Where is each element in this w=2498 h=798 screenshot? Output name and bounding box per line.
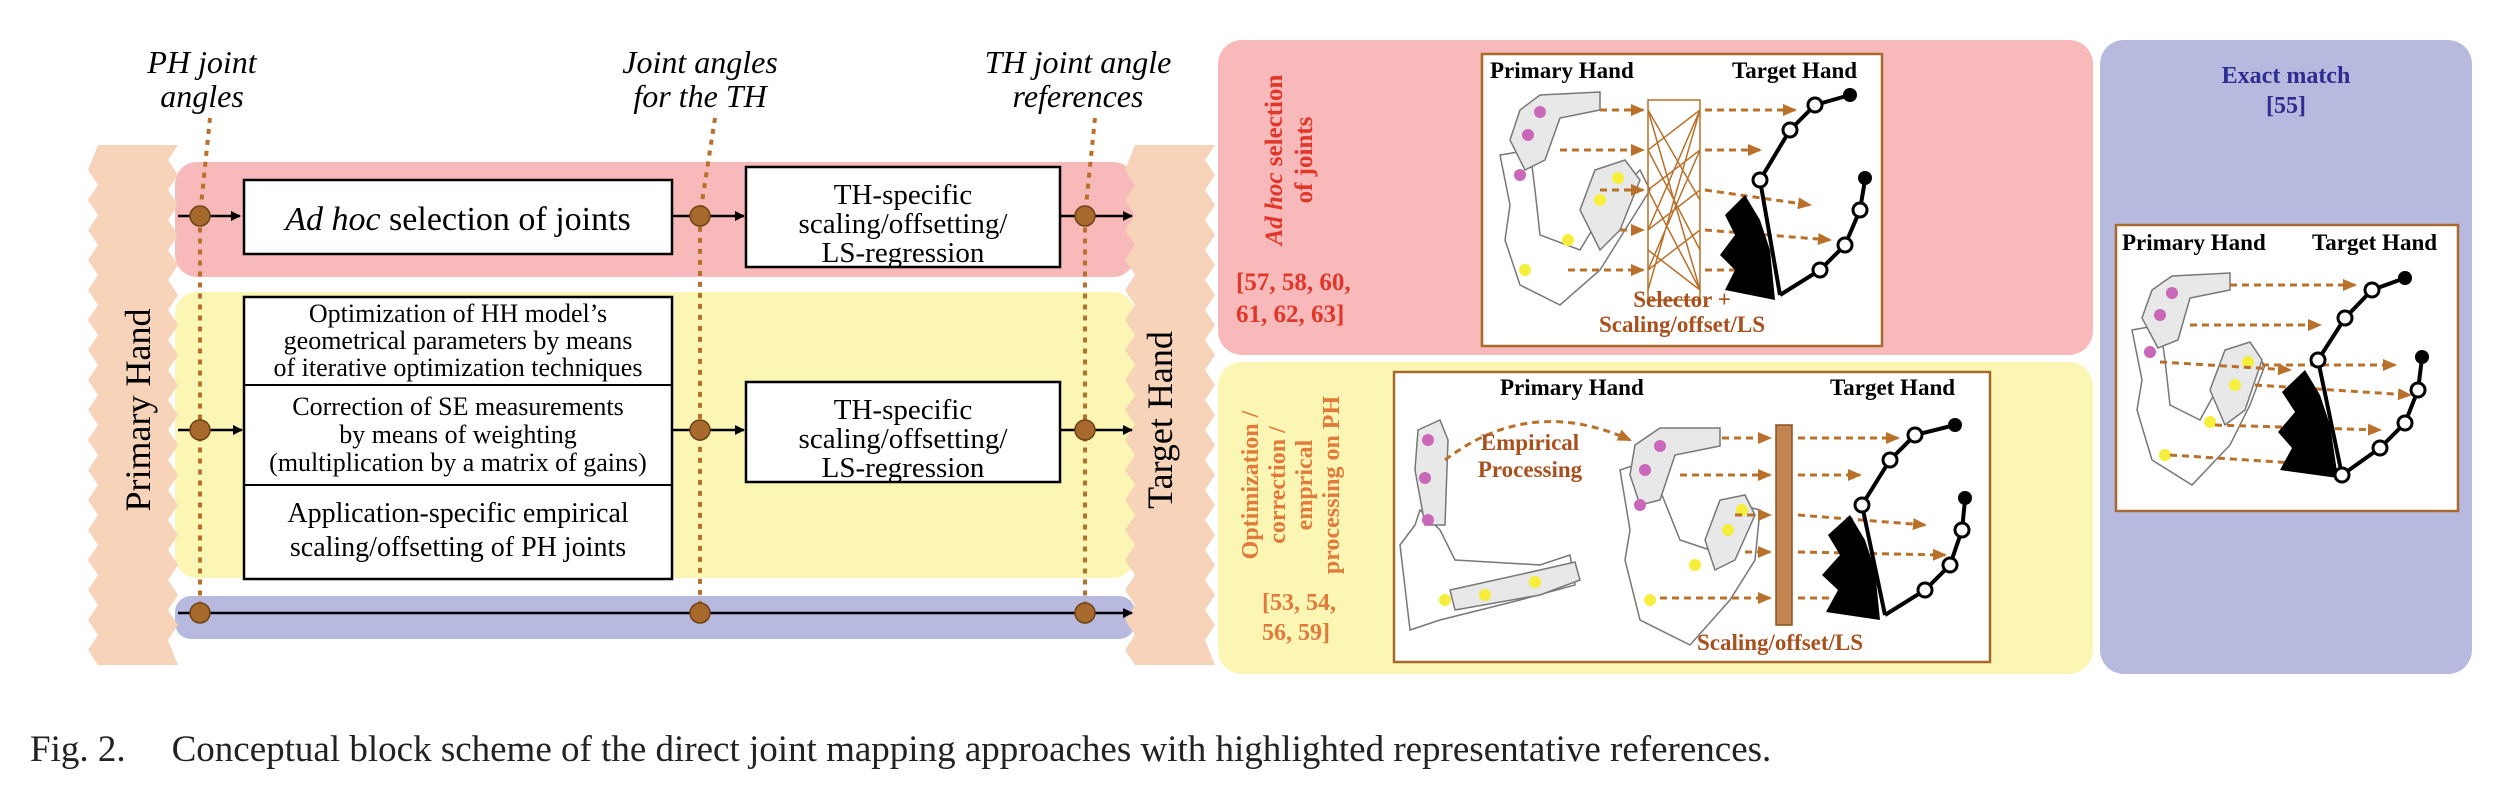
label-th-joint-angle-references: TH joint angle references xyxy=(985,44,1172,114)
adhoc-selection-box xyxy=(242,178,674,256)
exact-arrows xyxy=(2159,279,2412,471)
label-joint-angles-th: Joint angles for the TH xyxy=(622,44,778,114)
adhoc-ph-hand-icon xyxy=(1499,91,1651,306)
exact-match-title: Exact match xyxy=(2222,63,2351,89)
opt-th-hand-icon xyxy=(1822,418,1972,620)
primary-hand-bar xyxy=(88,145,178,665)
target-hand-bar xyxy=(1125,145,1215,665)
svg-text:Optimization /: Optimization / xyxy=(1238,410,1264,559)
exact-match-ref: [55] xyxy=(2266,93,2306,119)
svg-text:emprical: emprical xyxy=(1292,439,1318,530)
caption-text: Conceptual block scheme of the direct jo… xyxy=(171,729,1772,770)
svg-text:Optimization of HH model’s: Optimization of HH model’s xyxy=(309,299,607,328)
svg-text:Application-specific empirical: Application-specific empirical xyxy=(287,498,629,529)
svg-text:for the TH: for the TH xyxy=(633,78,768,114)
svg-text:scaling/offsetting/: scaling/offsetting/ xyxy=(799,423,1009,455)
th-specific-text-1: TH-specific scaling/offsetting/ LS-regre… xyxy=(799,179,1009,269)
svg-text:Ad hoc selection: Ad hoc selection xyxy=(1261,74,1288,247)
opt-raw-hand-icon xyxy=(1399,418,1581,632)
svg-text:TH-specific: TH-specific xyxy=(834,179,973,211)
target-hand-label: Target Hand xyxy=(1140,331,1180,509)
svg-text:TH joint angle: TH joint angle xyxy=(985,44,1172,80)
svg-text:processing on PH: processing on PH xyxy=(1319,396,1345,575)
empirical-processing-arrow xyxy=(1444,420,1632,462)
svg-text:of joints: of joints xyxy=(1291,116,1318,203)
svg-text:references: references xyxy=(1013,78,1144,114)
application-text: Application-specific empirical scaling/o… xyxy=(287,498,629,563)
svg-text:(multiplication by a matrix of: (multiplication by a matrix of gains) xyxy=(269,448,647,477)
adhoc-primary-hand: Primary Hand xyxy=(1490,58,1634,83)
svg-text:by means of weighting: by means of weighting xyxy=(339,420,577,449)
svg-text:Correction of SE measurements: Correction of SE measurements xyxy=(292,392,623,421)
svg-text:LS-regression: LS-regression xyxy=(822,452,985,484)
svg-text:angles: angles xyxy=(160,78,244,114)
caption-label: Fig. 2. xyxy=(30,729,126,770)
opt-mapping-label: Scaling/offset/LS xyxy=(1697,630,1863,655)
svg-text:LS-regression: LS-regression xyxy=(822,237,985,269)
svg-text:PH joint: PH joint xyxy=(146,44,257,80)
svg-text:geometrical parameters by mean: geometrical parameters by means xyxy=(284,326,633,355)
svg-text:Selector +: Selector + xyxy=(1633,287,1731,312)
scaling-bar xyxy=(1775,424,1793,626)
opt-target-hand: Target Hand xyxy=(1830,375,1955,400)
adhoc-th-hand-icon xyxy=(1720,88,1872,300)
svg-text:61, 62, 63]: 61, 62, 63] xyxy=(1236,301,1344,328)
joint-dots xyxy=(189,205,1096,624)
panel-adhoc-refs: [57, 58, 60, 61, 62, 63] xyxy=(1236,269,1351,328)
svg-text:[53, 54,: [53, 54, xyxy=(1262,590,1336,616)
svg-text:scaling/offsetting of PH joint: scaling/offsetting of PH joints xyxy=(290,532,626,563)
adhoc-selection-text: Ad hoc selection of joints xyxy=(283,201,631,238)
svg-text:correction /: correction / xyxy=(1265,426,1291,544)
th-specific-box-2 xyxy=(744,380,1062,484)
optimization-text: Optimization of HH model’s geometrical p… xyxy=(274,299,643,382)
band-exact xyxy=(175,596,1135,639)
selector-lattice xyxy=(1647,99,1701,301)
svg-text:of iterative optimization tech: of iterative optimization techniques xyxy=(274,353,643,382)
opt-primary-hand: Primary Hand xyxy=(1500,375,1644,400)
label-ph-joint-angles: PH joint angles xyxy=(146,44,257,114)
svg-text:TH-specific: TH-specific xyxy=(834,394,973,426)
figure-caption: Fig. 2. Conceptual block scheme of the di… xyxy=(30,728,1771,771)
exact-target-hand: Target Hand xyxy=(2312,230,2437,255)
svg-text:Scaling/offset/LS: Scaling/offset/LS xyxy=(1599,312,1765,337)
exact-primary-hand: Primary Hand xyxy=(2122,230,2266,255)
svg-text:Joint angles: Joint angles xyxy=(622,44,778,80)
svg-text:Empirical: Empirical xyxy=(1481,430,1579,455)
th-specific-box-1 xyxy=(744,165,1062,269)
panel-optimization-label: Optimization / correction / emprical pro… xyxy=(1238,396,1345,575)
svg-text:56, 59]: 56, 59] xyxy=(1262,620,1330,646)
svg-text:[57, 58, 60,: [57, 58, 60, xyxy=(1236,269,1351,296)
panel-optimization-refs: [53, 54, 56, 59] xyxy=(1262,590,1336,646)
adhoc-mapping-label: Selector + Scaling/offset/LS xyxy=(1599,287,1765,337)
th-specific-text-2: TH-specific scaling/offsetting/ LS-regre… xyxy=(799,394,1009,484)
panel-adhoc-label: Ad hoc selection of joints xyxy=(1261,74,1318,247)
correction-text: Correction of SE measurements by means o… xyxy=(269,392,647,477)
svg-text:scaling/offsetting/: scaling/offsetting/ xyxy=(799,208,1009,240)
svg-text:Processing: Processing xyxy=(1478,457,1583,482)
primary-hand-label: Primary Hand xyxy=(118,309,158,512)
exact-ph-hand-icon xyxy=(2131,272,2266,486)
exact-th-hand-icon xyxy=(2278,271,2429,484)
adhoc-target-hand: Target Hand xyxy=(1732,58,1857,83)
empirical-processing-label: Empirical Processing xyxy=(1478,430,1583,482)
stacked-methods-box xyxy=(242,295,674,581)
